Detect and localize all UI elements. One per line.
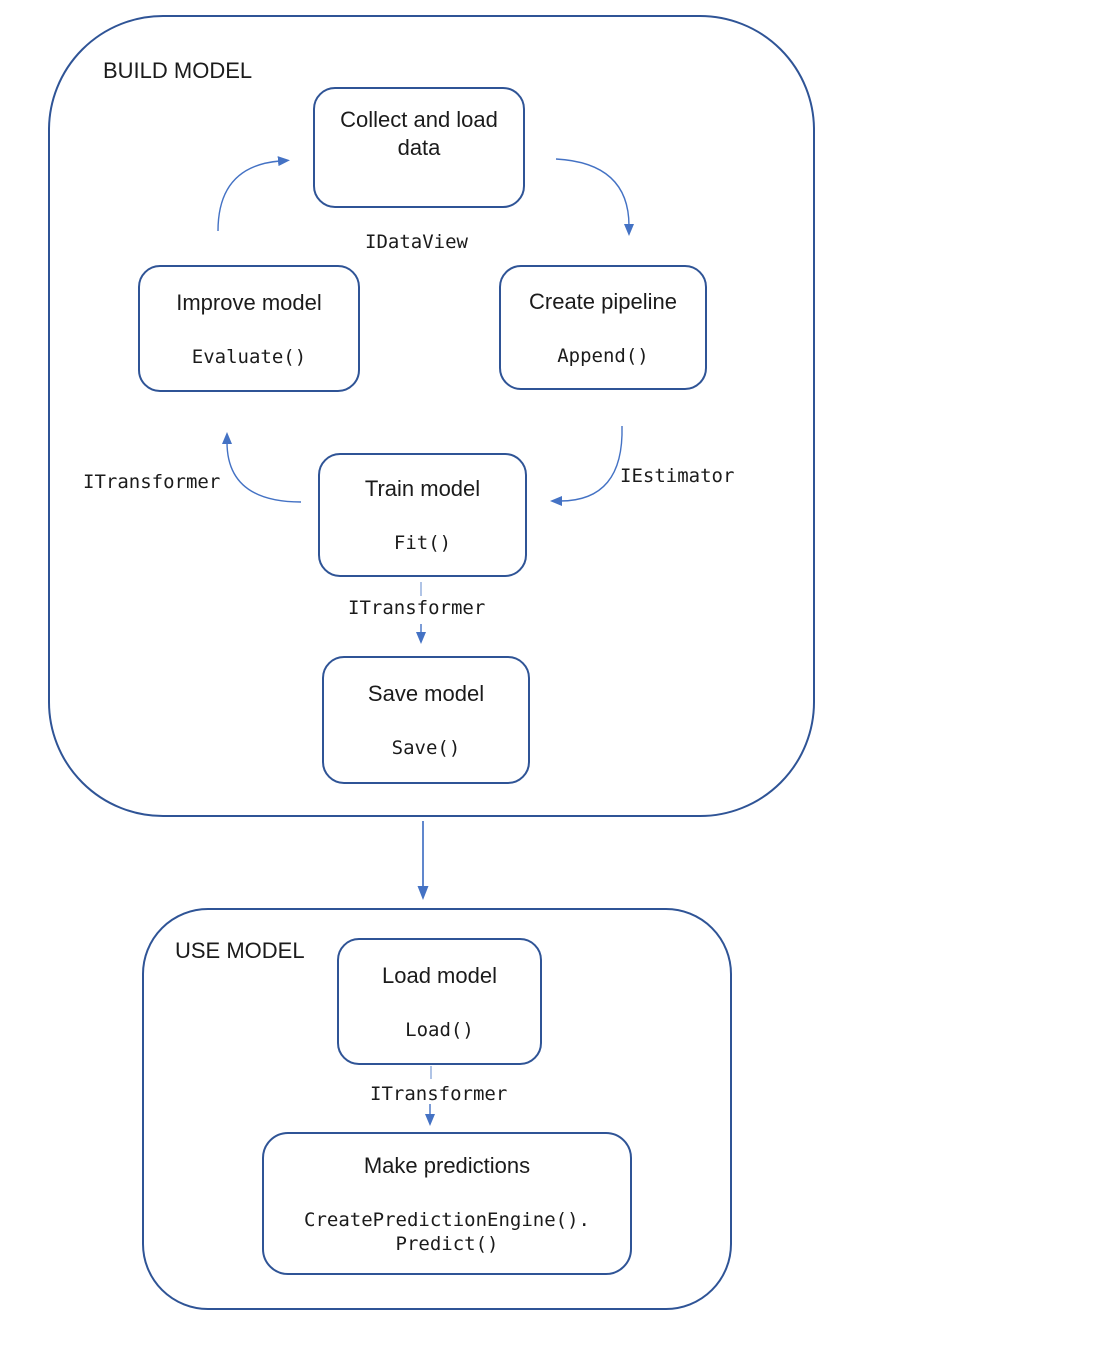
node-train-model: Train model Fit() xyxy=(318,453,527,577)
node-title: Load model xyxy=(382,962,497,988)
node-create-pipeline: Create pipeline Append() xyxy=(499,265,707,390)
node-code: Fit() xyxy=(393,532,452,554)
edge-label-idataview: IDataView xyxy=(365,231,468,253)
build-model-label: BUILD MODEL xyxy=(103,58,253,83)
node-title: Collect and load data xyxy=(340,106,498,160)
node-collect-and-load-data: Collect and load data xyxy=(313,87,525,208)
build-model-container xyxy=(48,15,815,817)
node-title: Save model xyxy=(367,681,485,706)
node-title: Improve model xyxy=(176,289,322,315)
node-code: CreatePredictionEngine(). Predict() xyxy=(304,1208,590,1255)
edge-label-itransformer-save: ITransformer xyxy=(348,597,486,619)
node-save-model: Save model Save() xyxy=(322,656,530,784)
use-model-container xyxy=(142,908,732,1310)
node-load-model: Load model Load() xyxy=(337,938,542,1065)
node-code: Append() xyxy=(557,344,649,367)
edge-label-iestimator: IEstimator xyxy=(620,465,735,487)
edge-label-itransformer-feedback: ITransformer xyxy=(83,471,221,493)
edge-label-itransformer-use: ITransformer xyxy=(370,1083,508,1105)
node-make-predictions: Make predictions CreatePredictionEngine(… xyxy=(262,1132,632,1275)
use-model-label: USE MODEL xyxy=(175,938,305,963)
node-title: Train model xyxy=(364,476,481,501)
node-title: Create pipeline xyxy=(529,288,677,314)
node-code: Load() xyxy=(405,1018,474,1041)
node-code: Evaluate() xyxy=(191,345,307,368)
node-title: Make predictions xyxy=(363,1152,531,1178)
node-improve-model: Improve model Evaluate() xyxy=(138,265,360,392)
node-code: Save() xyxy=(391,737,461,759)
